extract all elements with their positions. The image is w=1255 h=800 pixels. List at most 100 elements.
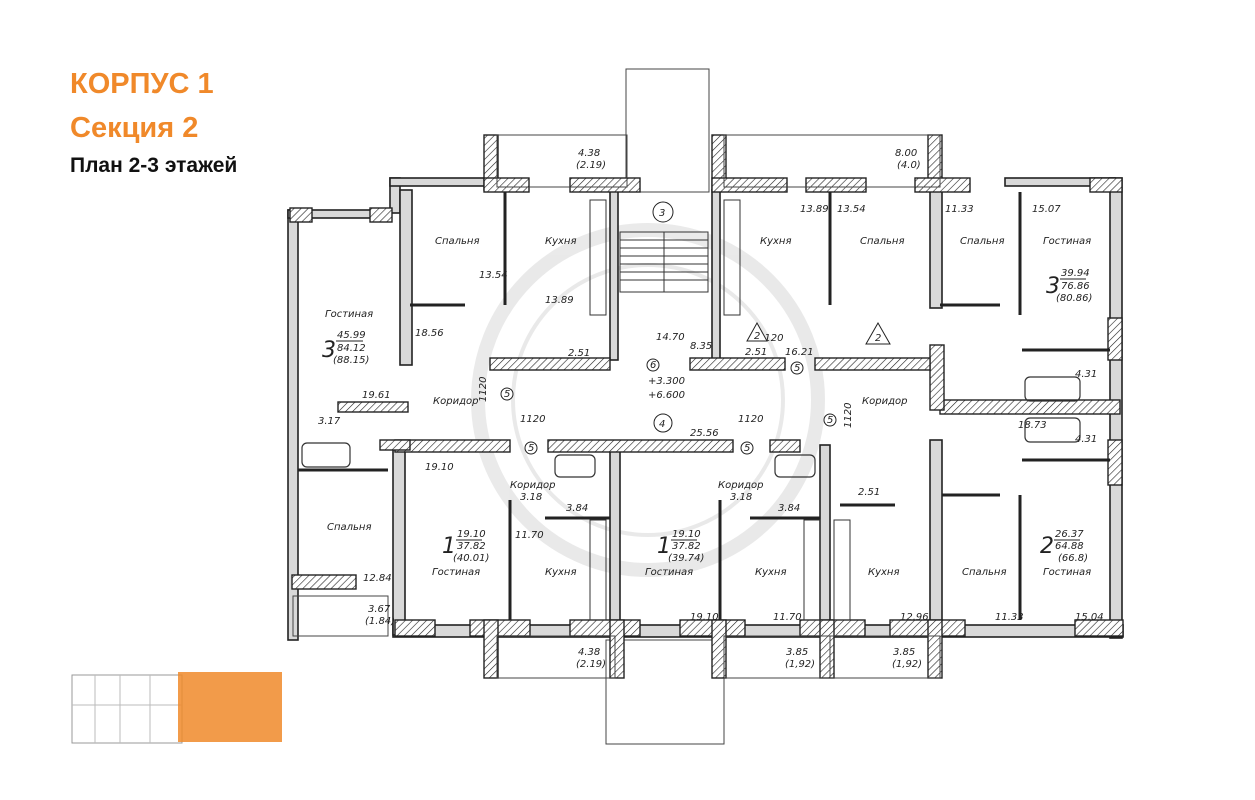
room-label: Спальня xyxy=(327,522,372,533)
marker-number: 6 xyxy=(650,360,656,371)
svg-text:64.88: 64.88 xyxy=(1055,541,1084,552)
svg-text:19.10: 19.10 xyxy=(457,529,486,540)
area-value: (1,92) xyxy=(785,659,815,670)
room-label: Гостиная xyxy=(1043,567,1091,578)
svg-text:39.94: 39.94 xyxy=(1061,268,1090,279)
area-value: 12.96 xyxy=(900,612,929,623)
level-mark: +3.300 xyxy=(648,376,685,387)
dimension-label: 1120 xyxy=(843,403,854,428)
room-label: Гостиная xyxy=(325,309,373,320)
area-value: 11.70 xyxy=(773,612,802,623)
svg-text:1: 1 xyxy=(442,534,456,559)
svg-text:(39.74): (39.74) xyxy=(668,553,704,564)
area-value: 2.51 xyxy=(858,487,880,498)
marker-circles xyxy=(500,201,837,455)
room-label: Кухня xyxy=(760,236,792,247)
key-plan-thumbnail xyxy=(71,672,282,744)
svg-text:1: 1 xyxy=(657,534,671,559)
area-value: 11.70 xyxy=(515,530,544,541)
dimension-label: 1120 xyxy=(758,333,783,344)
area-value: 8.00 xyxy=(895,148,917,159)
svg-text:45.99: 45.99 xyxy=(337,330,366,341)
svg-text:26.37: 26.37 xyxy=(1055,529,1084,540)
room-label: Спальня xyxy=(435,236,480,247)
room-label: Спальня xyxy=(962,567,1007,578)
marker-number: 5 xyxy=(794,363,800,374)
watermark-logo xyxy=(471,223,825,577)
room-label: Коридор xyxy=(718,480,763,491)
room-label: Кухня xyxy=(545,567,577,578)
level-mark: +6.600 xyxy=(648,390,685,401)
area-value: 16.21 xyxy=(785,347,814,358)
area-value: 3.84 xyxy=(566,503,588,514)
room-label: Гостиная xyxy=(1043,236,1091,247)
area-value: 13.89 xyxy=(545,295,574,306)
area-value: 4.38 xyxy=(578,647,600,658)
svg-text:3: 3 xyxy=(322,338,336,363)
marker-number: 5 xyxy=(744,443,750,454)
dimension-label: 1120 xyxy=(520,414,545,425)
marker-triangle xyxy=(865,321,891,345)
apartment-tag: 1 19.10 37.82 (40.01) xyxy=(442,529,489,564)
room-label: Спальня xyxy=(960,236,1005,247)
area-value: 3.18 xyxy=(520,492,542,503)
area-value: 4.31 xyxy=(1075,434,1097,445)
area-value: 15.04 xyxy=(1075,612,1104,623)
plan-title: План 2-3 этажей xyxy=(70,154,238,177)
area-value: 8.35 xyxy=(690,341,712,352)
area-value: (1,92) xyxy=(892,659,922,670)
area-value: 3.85 xyxy=(786,647,808,658)
entrance-canopy-top xyxy=(625,68,710,193)
area-value: 18.56 xyxy=(415,328,444,339)
dimension-label: 1120 xyxy=(478,377,489,402)
room-label: Коридор xyxy=(510,480,555,491)
svg-text:76.86: 76.86 xyxy=(1061,281,1090,292)
room-label: Кухня xyxy=(755,567,787,578)
area-value: 3.17 xyxy=(318,416,341,427)
area-value: 13.54 xyxy=(837,204,866,215)
svg-text:(80.86): (80.86) xyxy=(1056,293,1092,304)
apartment-tag: 3 45.99 84.12 (88.15) xyxy=(322,330,369,366)
marker-number: 5 xyxy=(504,389,510,400)
area-value: (2.19) xyxy=(576,659,606,670)
entrance-canopy-bottom xyxy=(605,639,725,745)
kitchen-counters xyxy=(589,199,851,621)
room-label: Коридор xyxy=(433,396,478,407)
apartment-tag: 3 39.94 76.86 (80.86) xyxy=(1046,268,1092,304)
area-value: 18.73 xyxy=(1018,420,1047,431)
room-label: Гостиная xyxy=(432,567,480,578)
svg-text:2: 2 xyxy=(1040,534,1054,559)
area-value: 4.31 xyxy=(1075,369,1097,380)
area-value: 13.54 xyxy=(479,270,508,281)
room-label: Кухня xyxy=(868,567,900,578)
partitions xyxy=(298,192,1110,620)
svg-text:(40.01): (40.01) xyxy=(453,553,489,564)
key-plan-highlight xyxy=(178,672,282,742)
area-value: (2.19) xyxy=(576,160,606,171)
svg-text:(88.15): (88.15) xyxy=(333,355,369,366)
area-value: 13.89 xyxy=(800,204,829,215)
area-value: 4.38 xyxy=(578,148,600,159)
svg-text:37.82: 37.82 xyxy=(672,541,701,552)
apartment-tag: 1 19.10 37.82 (39.74) xyxy=(657,529,704,564)
area-value: 19.10 xyxy=(425,462,454,473)
area-value: 12.84 xyxy=(363,573,392,584)
svg-text:84.12: 84.12 xyxy=(337,343,366,354)
marker-number: 4 xyxy=(659,419,665,430)
svg-text:3: 3 xyxy=(1046,274,1060,299)
marker-number: 5 xyxy=(827,415,833,426)
building-title: КОРПУС 1 xyxy=(70,68,214,100)
area-value: 15.07 xyxy=(1032,204,1061,215)
dimension-label: 1120 xyxy=(738,414,763,425)
marker-number: 2 xyxy=(875,333,881,344)
marker-number: 5 xyxy=(528,443,534,454)
area-value: 19.10 xyxy=(690,612,719,623)
area-value: (4.0) xyxy=(897,160,921,171)
apartment-tag: 2 26.37 64.88 (66.8) xyxy=(1040,529,1088,564)
area-value: (1.84) xyxy=(365,616,395,627)
room-label: Гостиная xyxy=(645,567,693,578)
svg-text:19.10: 19.10 xyxy=(672,529,701,540)
room-label: Кухня xyxy=(545,236,577,247)
staircase xyxy=(619,231,709,293)
svg-text:(66.8): (66.8) xyxy=(1058,553,1088,564)
